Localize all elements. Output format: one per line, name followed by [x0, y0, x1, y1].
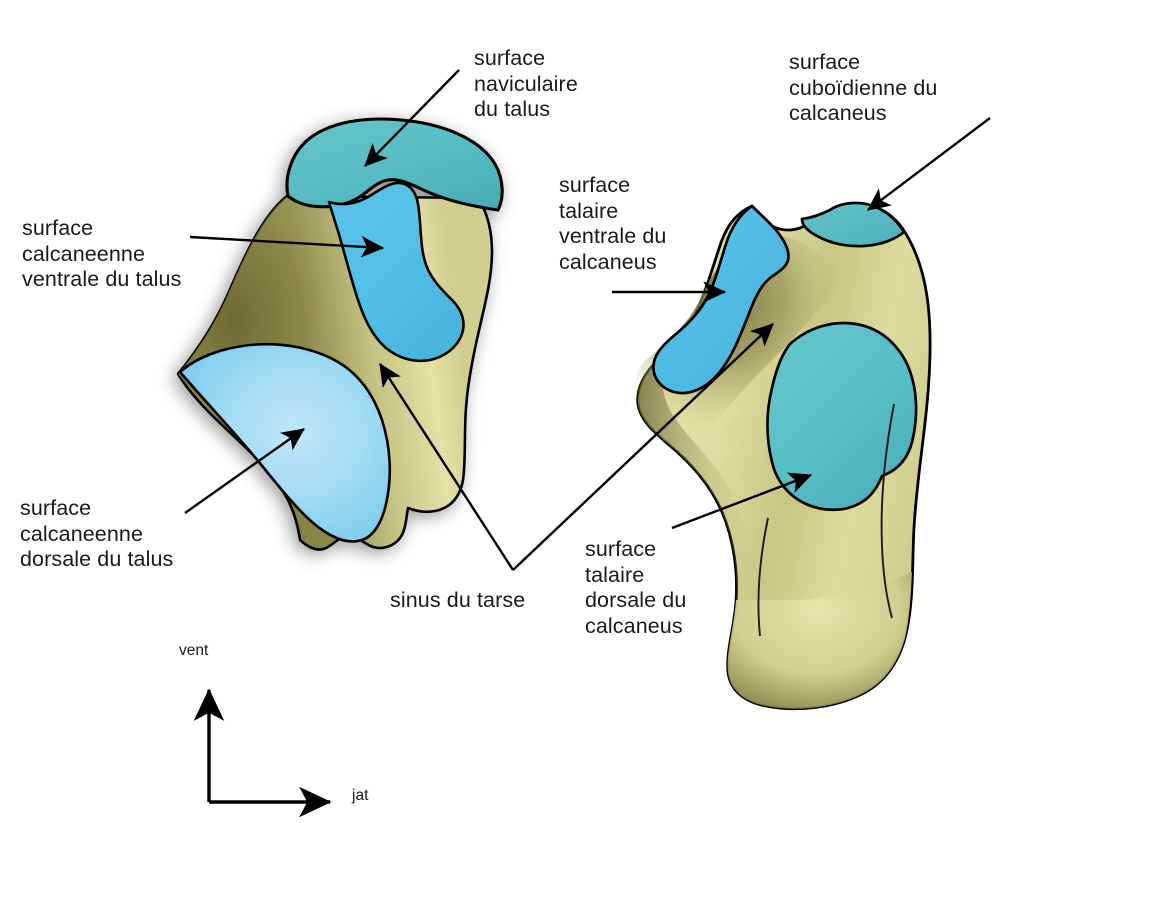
ventral-calcaneal-surface	[327, 181, 465, 363]
label-cuboid-surface-of-calcaneus: surface cuboïdienne du calcaneus	[789, 50, 938, 125]
dorsal-talar-surface	[766, 321, 918, 512]
label-dorsal-talar-surface-of-calcaneus: surface talaire dorsale du calcaneus	[585, 537, 687, 638]
calcaneus-relief-line-left	[757, 517, 769, 637]
label-ventral-talar-surface-of-calcaneus: surface talaire ventrale du calcaneus	[559, 173, 667, 274]
leader-lines	[184, 69, 991, 571]
orientation-label-lateral: jat	[352, 787, 369, 804]
label-navicular-surface-of-talus: surface naviculaire du talus	[474, 46, 578, 121]
leader-talar-dorsal	[671, 472, 813, 530]
talus-bone	[176, 117, 504, 551]
leader-cuboid	[867, 117, 991, 211]
leader-sinus-left	[378, 363, 515, 571]
calcaneus-heel-shading	[727, 572, 912, 709]
label-sinus-tarsi: sinus du tarse	[390, 588, 526, 612]
orientation-key	[193, 688, 332, 818]
calcaneus-left-edge-shading	[637, 358, 766, 706]
label-dorsal-calcaneal-surface-of-talus: surface calcaneenne dorsale du talus	[20, 496, 174, 571]
label-ventral-calcaneal-surface-of-talus: surface calcaneenne ventrale du talus	[22, 216, 182, 291]
leader-sinus-right	[512, 323, 774, 571]
orientation-label-ventral: vent	[179, 642, 209, 659]
leader-calcaneal-dorsal	[184, 428, 305, 514]
leader-navicular	[364, 69, 460, 167]
calcaneus-bone	[635, 201, 932, 711]
calcaneus-relief-line-right	[880, 403, 895, 619]
leader-calcaneal-ventral	[189, 235, 385, 258]
